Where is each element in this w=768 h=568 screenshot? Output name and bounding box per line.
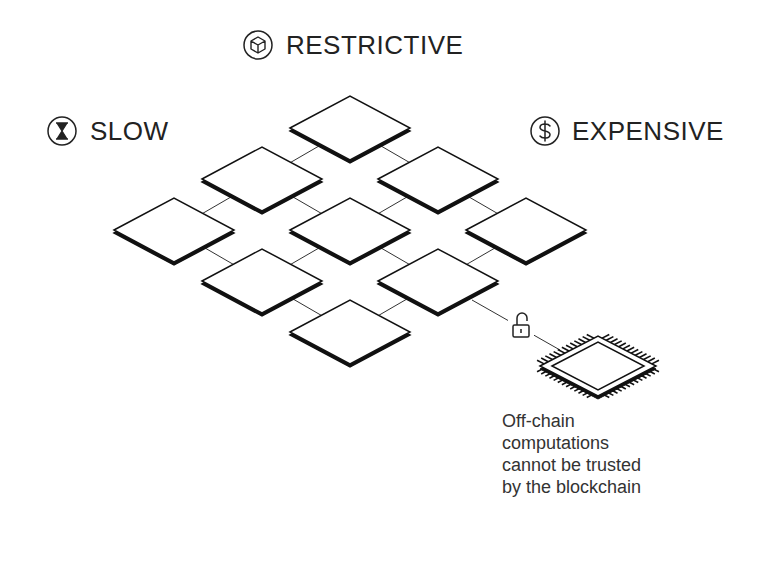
hourglass-icon xyxy=(48,117,76,145)
chip-pin xyxy=(635,352,642,356)
chip-pin xyxy=(619,343,626,347)
property-label: RESTRICTIVE xyxy=(286,30,463,60)
chip-link xyxy=(472,300,560,350)
chip-pin xyxy=(545,356,552,360)
tile xyxy=(378,147,498,214)
chip-pin xyxy=(627,347,634,351)
tile xyxy=(202,147,322,214)
chip-pin xyxy=(648,358,655,362)
chip-pin xyxy=(587,334,594,338)
dollar-glyph xyxy=(540,121,550,141)
tile xyxy=(290,300,410,367)
chip-pin xyxy=(606,337,613,341)
tile-top xyxy=(290,198,410,262)
chip-pin xyxy=(541,358,548,362)
tile-top xyxy=(290,96,410,160)
tile-top xyxy=(378,249,498,313)
tile xyxy=(290,96,410,163)
chip-pin xyxy=(644,356,651,360)
tiles xyxy=(114,96,586,367)
chip-pin xyxy=(639,354,646,358)
note-text: Off-chain computations cannot be trusted… xyxy=(502,410,657,498)
lock-shackle xyxy=(517,313,527,325)
chip-pin xyxy=(566,345,573,349)
chip-pin xyxy=(558,349,565,353)
chip-pin xyxy=(623,345,630,349)
chip-pin xyxy=(554,352,561,356)
property-label: EXPENSIVE xyxy=(572,116,724,146)
chip-pin xyxy=(549,354,556,358)
chip-pin xyxy=(578,339,585,343)
icon-ring xyxy=(48,117,76,145)
hourglass-glyph xyxy=(56,123,68,139)
chip-pin xyxy=(574,341,581,345)
icon-ring xyxy=(531,117,559,145)
chip-pin xyxy=(615,341,622,345)
lock-keyhole xyxy=(520,329,522,333)
cube-icon xyxy=(244,31,272,59)
chip xyxy=(537,334,659,399)
chip-pin xyxy=(570,343,577,347)
lock-body xyxy=(513,325,529,337)
chip-pin xyxy=(537,360,544,364)
chip-pin xyxy=(631,349,638,353)
tile xyxy=(378,249,498,316)
tile-top xyxy=(202,147,322,211)
cube-glyph xyxy=(251,37,265,53)
chip-pin xyxy=(610,339,617,343)
tile xyxy=(114,198,234,265)
chip-edge xyxy=(540,339,656,399)
tile-top xyxy=(378,147,498,211)
tile xyxy=(466,198,586,265)
tile xyxy=(202,249,322,316)
tile-top xyxy=(466,198,586,262)
chip-pin xyxy=(583,337,590,341)
tile xyxy=(290,198,410,265)
dollar-icon xyxy=(531,117,559,145)
property-label: SLOW xyxy=(90,116,169,146)
lock-icon xyxy=(508,310,534,342)
chip-pin xyxy=(562,347,569,351)
chip-die xyxy=(552,342,644,390)
tile-top xyxy=(290,300,410,364)
tile-top xyxy=(202,249,322,313)
lock-ground xyxy=(508,310,534,342)
chip-pin xyxy=(652,360,659,364)
chip-pin xyxy=(602,334,609,338)
icon-ring xyxy=(244,31,272,59)
chip-body xyxy=(540,336,656,396)
tile-top xyxy=(114,198,234,262)
